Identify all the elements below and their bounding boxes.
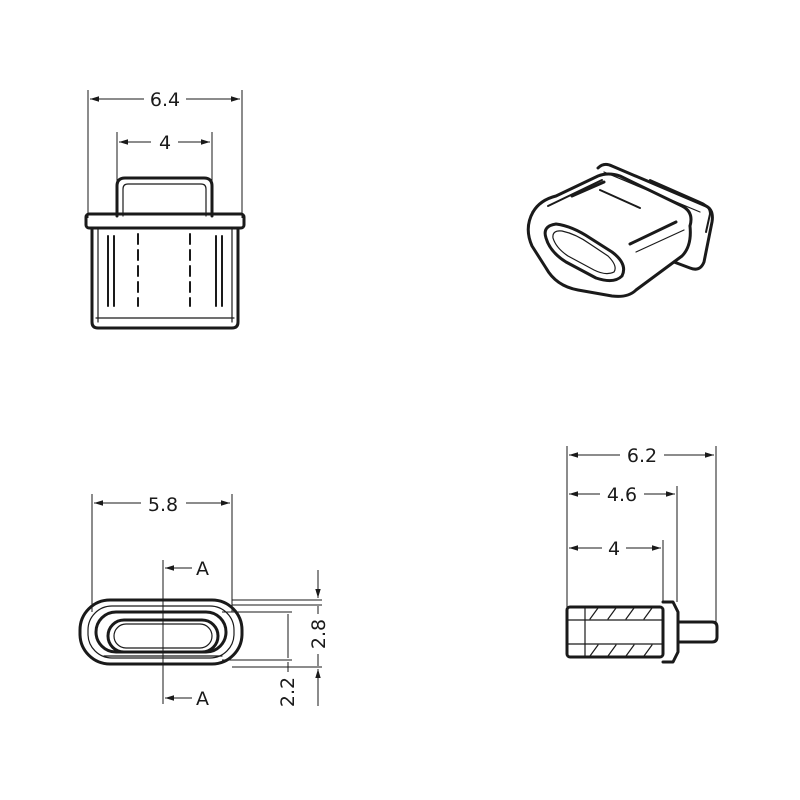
section-label-bottom: A [196,688,209,710]
dim-bottom-width: 5.8 [148,494,178,516]
front-view: 6.4 4 [84,89,246,330]
isometric-view [526,162,714,298]
dim-side-mid-length: 4.6 [607,484,637,506]
section-label-top: A [196,558,209,580]
dim-front-overall-width: 6.4 [150,89,180,111]
dim-side-overall-length: 6.2 [627,445,657,467]
dim-side-inner-length: 4 [608,538,620,560]
dim-bottom-height-outer: 2.8 [308,619,330,649]
side-view: 6.2 4.6 4 [565,445,719,664]
dim-bottom-height-inner: 2.2 [277,677,299,707]
dim-front-inner-width: 4 [159,132,171,154]
bottom-view: 5.8 A A 2.8 2.2 [78,494,330,710]
